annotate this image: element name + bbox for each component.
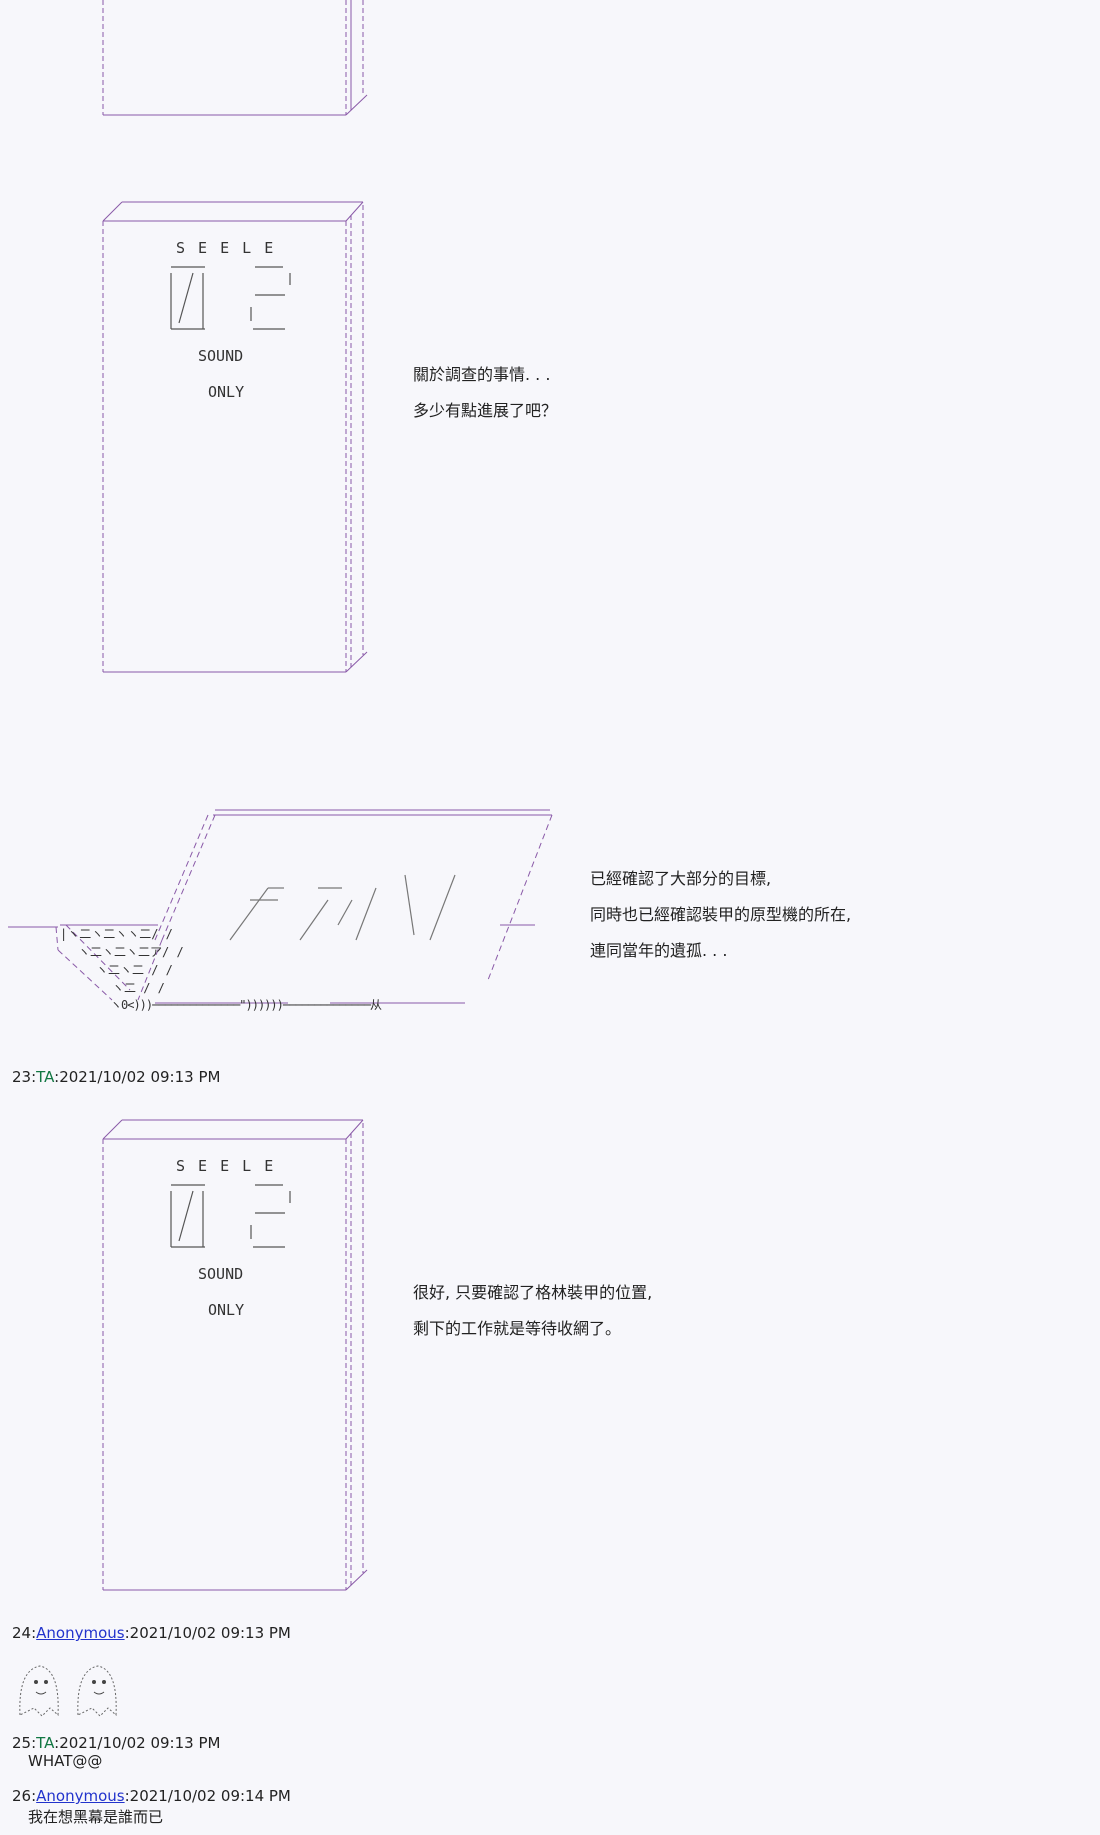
post-number: 26 xyxy=(12,1787,32,1805)
seele-02-glyph xyxy=(170,1184,291,1248)
seele-label: S E E L E xyxy=(176,239,276,257)
dialog-line: 剩下的工作就是等待收網了。 xyxy=(413,1319,622,1338)
post-body: 我在想黑幕是誰而已 xyxy=(28,1808,164,1826)
dialog-line: 連同當年的遺孤. . . xyxy=(590,941,728,960)
seele-label: S E E L E xyxy=(176,1157,276,1175)
poster-name: TA xyxy=(36,1068,55,1086)
ascii-left-ramp: ヽ二ヽ二ヽ二ア/ / xyxy=(78,945,184,959)
post-number: 24 xyxy=(12,1624,32,1642)
seele-monolith-1: S E E L E SOUND ONLY xyxy=(0,195,400,685)
dialog-line: 同時也已經確認裝甲的原型機的所在, xyxy=(590,905,852,924)
ascii-left-ramp: ヽ二 / / xyxy=(112,981,165,995)
seele-monolith-2: S E E L E SOUND ONLY xyxy=(0,1113,400,1603)
post-header-23: 23:TA:2021/10/02 09:13 PM xyxy=(12,1068,221,1086)
sound-label: SOUND xyxy=(198,1265,244,1283)
poster-name-link[interactable]: Anonymous xyxy=(36,1787,125,1805)
only-label: ONLY xyxy=(208,383,245,401)
post-header-24: 24:Anonymous:2021/10/02 09:13 PM xyxy=(12,1624,291,1642)
ascii-left-ramp: ヽ二ヽ二 / / xyxy=(96,963,173,977)
board-frame xyxy=(8,809,553,1004)
only-label: ONLY xyxy=(208,1301,245,1319)
dialog-line: 多少有點進展了吧？ xyxy=(413,401,558,420)
ascii-bottom-line: ヽ0<)))──────────────"))))))─────────────… xyxy=(110,998,382,1012)
poster-name: TA xyxy=(36,1734,55,1752)
ascii-left-ramp: |ヽ二ヽ二ヽヽ二/ / xyxy=(60,927,173,941)
post-date: 2021/10/02 09:13 PM xyxy=(59,1734,221,1752)
monolith-frame xyxy=(102,1119,368,1591)
monolith-frame xyxy=(102,201,368,673)
dialog-line: 已經確認了大部分的目標, xyxy=(590,869,772,888)
dialog-line: 關於調查的事情. . . xyxy=(413,365,551,384)
post-date: 2021/10/02 09:13 PM xyxy=(129,1624,291,1642)
dialog-line: 很好, 只要確認了格林裝甲的位置, xyxy=(413,1283,653,1302)
seele-02-glyph xyxy=(170,266,291,330)
post-body: WHAT@@ xyxy=(28,1752,103,1770)
seele-monolith-top xyxy=(102,0,368,116)
post-date: 2021/10/02 09:13 PM xyxy=(59,1068,221,1086)
post-number: 23 xyxy=(12,1068,32,1086)
post-header-25: 25:TA:2021/10/02 09:13 PM xyxy=(12,1734,221,1752)
post-header-26: 26:Anonymous:2021/10/02 09:14 PM xyxy=(12,1787,291,1805)
fmv-board-scene: |ヽ二ヽ二ヽヽ二/ / ヽ二ヽ二ヽ二ア/ / ヽ二ヽ二 / / ヽ二 / / ヽ… xyxy=(0,800,560,1020)
sound-label: SOUND xyxy=(198,347,244,365)
poster-name-link[interactable]: Anonymous xyxy=(36,1624,125,1642)
ghost-emoticon-icon xyxy=(19,1665,117,1717)
post-number: 25 xyxy=(12,1734,32,1752)
post-date: 2021/10/02 09:14 PM xyxy=(129,1787,291,1805)
